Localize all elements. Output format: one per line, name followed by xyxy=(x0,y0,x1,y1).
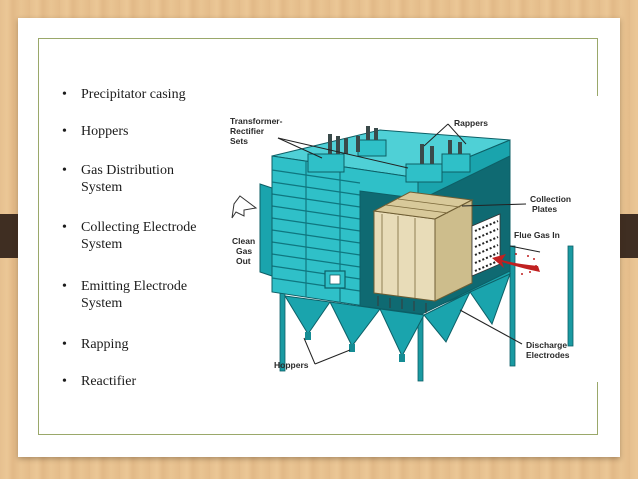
label-rappers: Rappers xyxy=(454,118,488,128)
collection-plates xyxy=(373,210,436,302)
label-clean-gas-out: Out xyxy=(236,256,251,266)
discharge-electrodes xyxy=(377,296,427,313)
flue-gas-dots xyxy=(515,253,537,275)
label-transformer: Sets xyxy=(230,136,248,146)
bullet-item: Precipitator casing xyxy=(58,86,186,103)
hoppers xyxy=(284,273,511,358)
bullet-item: Reactifier xyxy=(58,373,136,390)
transformer-rectifier-sets xyxy=(307,139,471,183)
label-clean-gas-out: Gas xyxy=(236,246,252,256)
bullet-item: Emitting Electrode System xyxy=(58,278,208,312)
plate-lines xyxy=(381,198,461,298)
label-collection-plates: Collection xyxy=(530,194,571,204)
label-collection-plates: Plates xyxy=(532,204,557,214)
outlet-duct xyxy=(259,183,273,277)
clean-gas-arrow xyxy=(231,195,258,219)
label-discharge-electrodes: Electrodes xyxy=(526,350,570,360)
label-transformer: Rectifier xyxy=(230,126,265,136)
slide: Precipitator casing Hoppers Gas Distribu… xyxy=(18,18,620,457)
bullet-item: Collecting Electrode System xyxy=(58,219,208,253)
bullet-item: Rapping xyxy=(58,336,128,353)
precipitator-diagram: Transformer- Rectifier Sets Rappers Coll… xyxy=(210,96,604,382)
label-discharge-electrodes: Discharge xyxy=(526,340,567,350)
gas-distribution-grid xyxy=(471,213,501,277)
callout-leaders xyxy=(277,123,541,365)
bullet-item: Hoppers xyxy=(58,123,128,140)
label-clean-gas-out: Clean xyxy=(232,236,255,246)
flue-gas-arrow xyxy=(492,254,540,272)
label-flue-gas-in: Flue Gas In xyxy=(514,230,560,240)
label-transformer: Transformer- xyxy=(230,116,283,126)
bullet-item: Gas Distribution System xyxy=(58,162,208,196)
label-hoppers: Hoppers xyxy=(274,360,309,370)
insulators xyxy=(328,126,462,164)
